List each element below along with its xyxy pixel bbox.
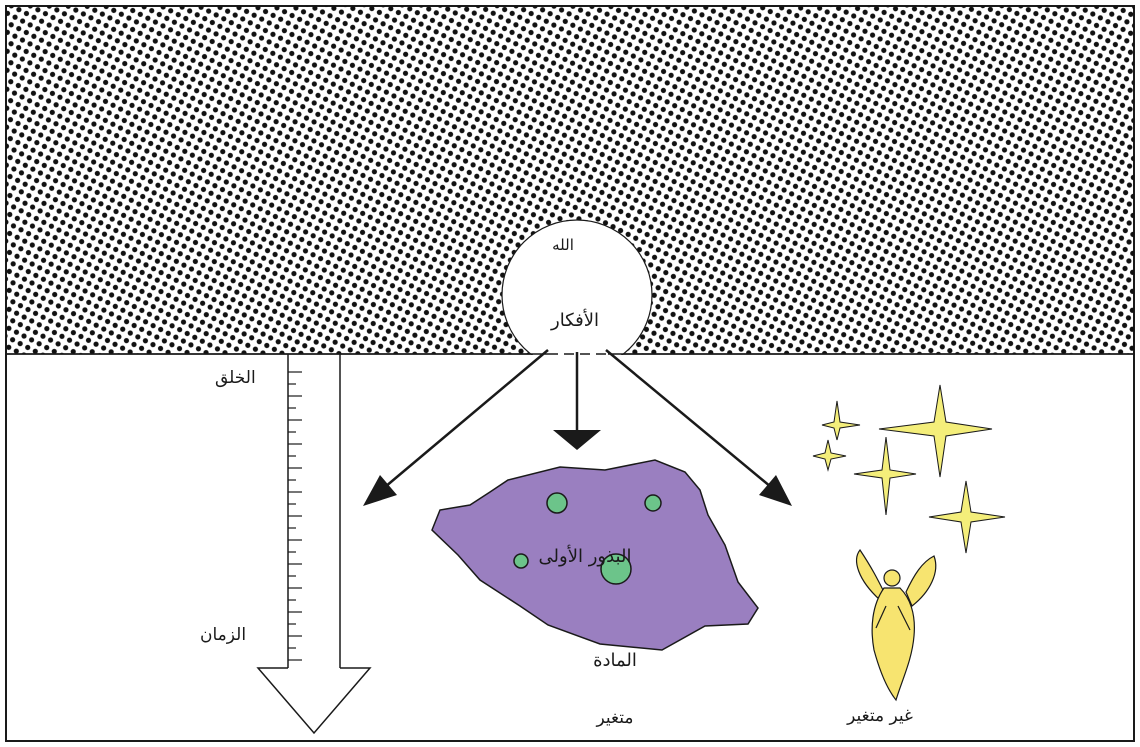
time-ruler-ticks <box>288 371 302 661</box>
stars-icon <box>812 384 1006 554</box>
matter-blob <box>431 459 759 651</box>
matter-label: المادة <box>593 650 637 671</box>
changing-label: متغير <box>596 708 634 728</box>
angel-icon <box>856 548 937 702</box>
ideas-label: الأفكار <box>551 310 599 331</box>
time-arrow <box>256 354 372 735</box>
arrow-left <box>363 349 549 506</box>
arrow-center <box>553 352 601 450</box>
creation-label: الخلق <box>215 368 256 388</box>
god-label: الله <box>552 236 574 254</box>
time-label: الزمان <box>200 625 247 645</box>
seed-circles <box>513 492 662 585</box>
seeds-label: البذور الأولى <box>538 546 632 567</box>
unchanging-label: غير متغير <box>847 706 913 726</box>
arrow-right <box>605 349 792 506</box>
